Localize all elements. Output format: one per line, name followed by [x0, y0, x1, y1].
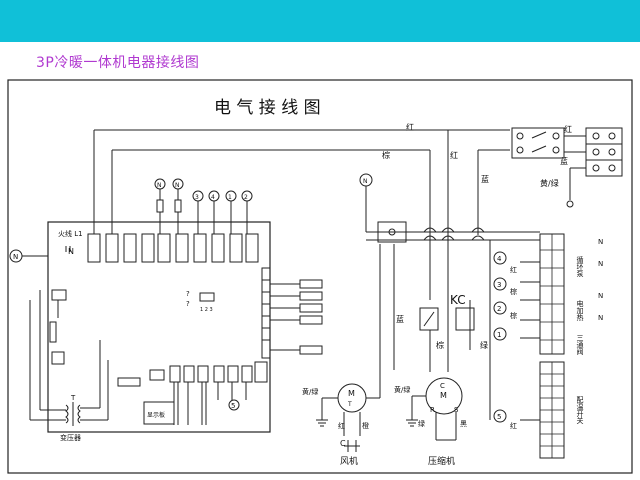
wire-label-red-2: 红: [450, 150, 458, 160]
transformer-label: 变压器: [60, 433, 81, 442]
left-connector: [51, 351, 65, 365]
wire-label-brown-2: 棕: [436, 340, 444, 350]
wire-label-blue-2: 蓝: [396, 314, 404, 324]
side-n-label: N: [598, 260, 603, 268]
comp-s: S: [454, 406, 459, 414]
right-terminal-5: 5: [497, 413, 501, 421]
left-connector: [51, 289, 67, 301]
fan-terminal-box: [377, 221, 407, 243]
fan-cap-label: C: [340, 439, 346, 448]
slide-title: 3P冷暖一体机电器接线图: [36, 55, 200, 71]
power-terminal-cells: [564, 132, 622, 200]
wire-label-blue: 蓝: [481, 174, 489, 184]
right-terminal-2: 2: [497, 305, 501, 313]
lower-terminal-cells: [540, 362, 564, 458]
question-mark: ?: [186, 300, 190, 308]
comp-black-label: 黑: [460, 420, 467, 428]
display-board-label: 显示板: [147, 411, 165, 419]
comp-green-label: 绿: [418, 419, 425, 428]
board-right-connectors: [254, 267, 271, 383]
top-4-label: 4: [211, 194, 215, 201]
transformer: [29, 290, 109, 426]
lead-label-brown: 棕: [510, 287, 517, 296]
ground-symbol: [566, 200, 574, 208]
question-mark: ?: [186, 290, 190, 298]
comp-r: R: [430, 406, 435, 414]
kc-relay: [419, 307, 439, 331]
compressor-label: 压缩机: [428, 455, 455, 467]
fan-orange-label: 橙: [362, 421, 369, 430]
label-heater: 电加热: [576, 299, 584, 322]
fan-motor-t: T: [347, 401, 352, 408]
terminal-5-bottom: [228, 399, 240, 411]
top-n-label: N: [157, 182, 162, 189]
fan-ground: [316, 419, 328, 427]
side-n-label: N: [598, 314, 603, 322]
right-terminal-3: 3: [497, 281, 501, 289]
right-numbered-terminals: [493, 251, 507, 423]
transformer-t: T: [70, 394, 76, 402]
kc-contact: [423, 311, 435, 327]
fan-label: 风机: [340, 455, 358, 467]
top-n-label: N: [175, 182, 180, 189]
left-connector: [49, 321, 57, 343]
wire-label-blue-3: 蓝: [560, 156, 568, 166]
left-n-label: N: [13, 253, 18, 261]
top-terminals: [154, 178, 253, 234]
fan-yg-label: 黄/绿: [302, 387, 318, 396]
wire-label-red-3: 红: [564, 124, 572, 134]
lead-label-red: 红: [510, 265, 517, 274]
wire-label-brown: 棕: [382, 150, 390, 160]
kc-label: KC: [450, 293, 466, 307]
right-terminal-4: 4: [497, 255, 502, 263]
live-label: 火线 L1: [58, 229, 83, 238]
label-valve: 三通阀: [576, 334, 584, 356]
diagram-frame: [7, 79, 633, 474]
top-2-label: 2: [244, 194, 248, 201]
wire-label-red: 红: [406, 122, 414, 132]
lead-label-green: 绿: [480, 341, 488, 350]
dip-switch: [199, 292, 215, 302]
comp-c: C: [440, 382, 445, 390]
bottom-connector: [117, 377, 141, 387]
wire-label-yg: 黄/绿: [540, 178, 559, 188]
wire-crossings: [423, 227, 485, 241]
side-n-label: N: [598, 292, 603, 300]
label-switch: 配温开关: [576, 396, 584, 425]
cap-n-label: N: [363, 178, 368, 185]
fan-motor-m: M: [348, 389, 355, 398]
compressor-ground: [406, 419, 418, 427]
label-pump: 循环泵: [576, 255, 584, 277]
top-3-label: 3: [195, 194, 199, 201]
sensor-leads: [270, 279, 323, 355]
header-bar: [0, 0, 640, 42]
top-1-label: 1: [228, 194, 232, 201]
board-neutral-label: N: [68, 247, 74, 256]
right-terminal-1: 1: [497, 331, 501, 339]
top-switch-contacts: [516, 131, 560, 154]
fan-wires: [321, 388, 381, 452]
compressor-wires: [411, 395, 457, 441]
board-top-terminals: [87, 233, 259, 263]
comp-m: M: [440, 391, 447, 400]
diagram-heading: 电 气 接 线 图: [214, 98, 321, 118]
power-terminal-block: [585, 127, 623, 177]
lead-label-red-2: 红: [510, 421, 517, 430]
main-wires: [93, 129, 540, 421]
terminal-5-bottom-label: 5: [231, 402, 235, 410]
dip-label: 1 2 3: [200, 307, 213, 313]
top-switch-block: [511, 127, 565, 159]
cap-n-terminal: [359, 173, 373, 187]
right-terminal-cells: [540, 234, 564, 354]
bottom-terminals: [149, 365, 253, 425]
kc-relay-coil: [455, 307, 475, 331]
comp-yg-label: 黄/绿: [394, 385, 410, 394]
fan-terminal-dot: [388, 228, 396, 236]
side-n-label: N: [598, 238, 603, 246]
fan-red-label: 红: [338, 421, 345, 430]
lead-label-brown-2: 棕: [510, 311, 517, 320]
